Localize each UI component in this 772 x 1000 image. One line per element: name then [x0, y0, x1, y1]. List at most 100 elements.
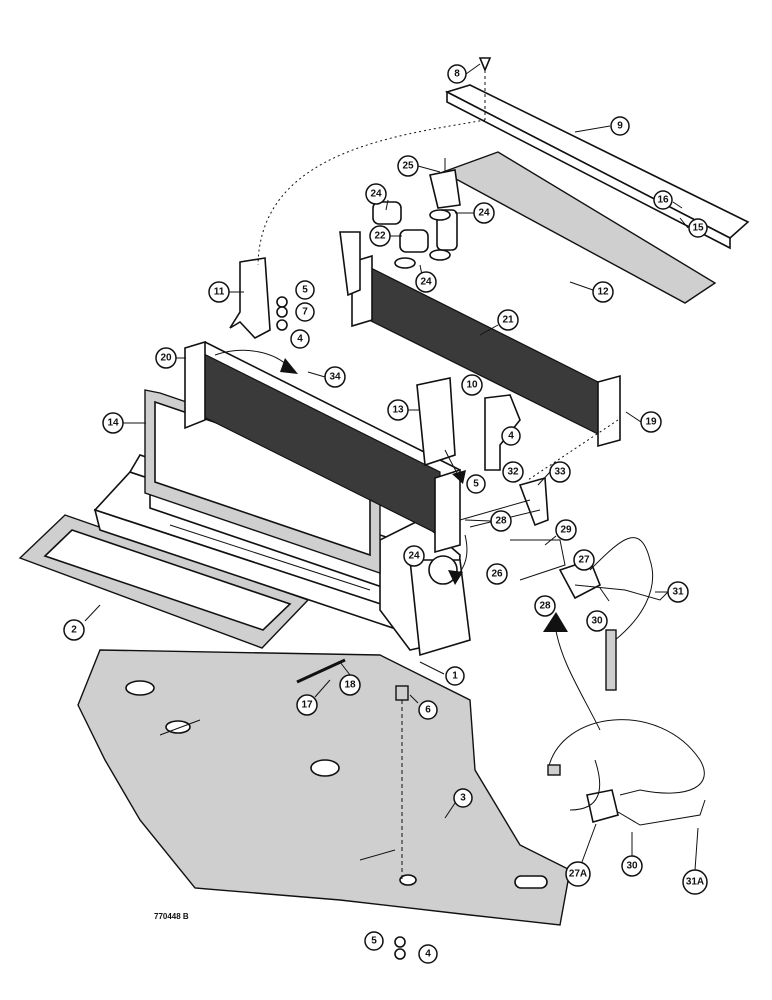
- svg-text:3: 3: [460, 793, 466, 804]
- callout-6: 6: [418, 700, 438, 720]
- callout-7: 7: [295, 302, 315, 322]
- callout-21: 21: [497, 309, 519, 331]
- callout-32: 32: [502, 461, 524, 483]
- svg-text:7: 7: [302, 307, 308, 318]
- screw-8: [478, 57, 492, 120]
- callout-4: 4: [418, 944, 438, 964]
- svg-text:17: 17: [301, 700, 313, 711]
- callout-4: 4: [501, 426, 521, 446]
- suction-line: [459, 476, 566, 581]
- callout-13: 13: [387, 399, 409, 421]
- callout-4: 4: [290, 329, 310, 349]
- callout-24: 24: [415, 271, 437, 293]
- svg-text:33: 33: [554, 467, 566, 478]
- svg-text:24: 24: [408, 551, 420, 562]
- svg-text:24: 24: [420, 277, 432, 288]
- evaporator-core-rear: [339, 231, 621, 448]
- callout-34: 34: [324, 366, 346, 388]
- callout-15: 15: [688, 218, 708, 238]
- callout-29: 29: [555, 519, 577, 541]
- callout-22: 22: [369, 225, 391, 247]
- svg-text:27A: 27A: [569, 869, 587, 880]
- svg-text:25: 25: [402, 161, 414, 172]
- callout-27: 27: [573, 549, 595, 571]
- svg-text:30: 30: [626, 861, 638, 872]
- svg-text:26: 26: [491, 569, 503, 580]
- callout-10: 10: [461, 374, 483, 396]
- callout-5: 5: [364, 931, 384, 951]
- callout-31a: 31A: [682, 869, 708, 895]
- callout-16: 16: [653, 190, 673, 210]
- callout-24: 24: [403, 545, 425, 567]
- callout-12: 12: [592, 281, 614, 303]
- callout-18: 18: [339, 674, 361, 696]
- svg-text:32: 32: [507, 467, 519, 478]
- svg-text:12: 12: [597, 287, 609, 298]
- svg-text:1: 1: [452, 671, 458, 682]
- callout-5: 5: [295, 280, 315, 300]
- callout-3: 3: [453, 788, 473, 808]
- mounting-stud: [395, 685, 409, 880]
- thermostat-switch: [558, 537, 654, 691]
- svg-text:34: 34: [329, 372, 341, 383]
- bracket-13: [416, 377, 456, 467]
- bracket-11: [229, 257, 271, 339]
- svg-text:4: 4: [297, 334, 303, 345]
- svg-text:15: 15: [692, 223, 704, 234]
- svg-text:9: 9: [617, 121, 623, 132]
- capillary-tube: [574, 584, 671, 601]
- callout-2: 2: [63, 619, 85, 641]
- callout-28: 28: [534, 595, 556, 617]
- svg-text:16: 16: [657, 195, 669, 206]
- bolt-17: [296, 658, 346, 684]
- assembly-arrows: [214, 349, 601, 731]
- svg-text:27: 27: [578, 555, 590, 566]
- svg-text:5: 5: [473, 479, 479, 490]
- callout-19: 19: [640, 411, 662, 433]
- svg-text:14: 14: [107, 418, 119, 429]
- leader-lines: [84, 63, 699, 871]
- svg-text:24: 24: [370, 189, 382, 200]
- lower-gasket: [18, 514, 310, 649]
- callout-25: 25: [397, 155, 419, 177]
- svg-text:22: 22: [374, 231, 386, 242]
- callout-24: 24: [365, 183, 387, 205]
- svg-text:19: 19: [645, 417, 657, 428]
- callout-17: 17: [296, 694, 318, 716]
- svg-text:29: 29: [560, 525, 572, 536]
- callout-20: 20: [155, 347, 177, 369]
- svg-text:31A: 31A: [686, 877, 704, 888]
- svg-text:11: 11: [214, 287, 225, 298]
- callout-1: 1: [445, 666, 465, 686]
- callout-33: 33: [549, 461, 571, 483]
- callout-14: 14: [102, 412, 124, 434]
- svg-text:5: 5: [302, 285, 308, 296]
- callout-balloons: 8 9 25 24 24 22 16 15 24 12 11 5 7 4 21 …: [63, 64, 708, 964]
- callout-28: 28: [490, 510, 512, 532]
- base-plate: [77, 649, 571, 926]
- callout-30: 30: [621, 855, 643, 877]
- svg-text:2: 2: [71, 625, 77, 636]
- insulation-pad: [441, 151, 717, 304]
- callout-11: 11: [208, 281, 230, 303]
- drawing-code: 770448 B: [154, 912, 189, 921]
- svg-text:4: 4: [425, 949, 431, 960]
- svg-text:21: 21: [502, 315, 514, 326]
- svg-text:10: 10: [466, 380, 478, 391]
- callout-26: 26: [486, 563, 508, 585]
- callout-31: 31: [667, 581, 689, 603]
- callout-9: 9: [610, 116, 630, 136]
- svg-text:31: 31: [672, 587, 684, 598]
- callout-5: 5: [466, 474, 486, 494]
- callout-27a: 27A: [565, 861, 591, 887]
- svg-text:20: 20: [160, 353, 172, 364]
- svg-text:6: 6: [425, 705, 431, 716]
- callout-8: 8: [447, 64, 467, 84]
- svg-text:28: 28: [539, 601, 551, 612]
- svg-text:5: 5: [371, 936, 377, 947]
- callout-24: 24: [473, 202, 495, 224]
- nut-washer-set: [276, 296, 458, 960]
- svg-text:24: 24: [478, 208, 490, 219]
- svg-text:28: 28: [495, 516, 507, 527]
